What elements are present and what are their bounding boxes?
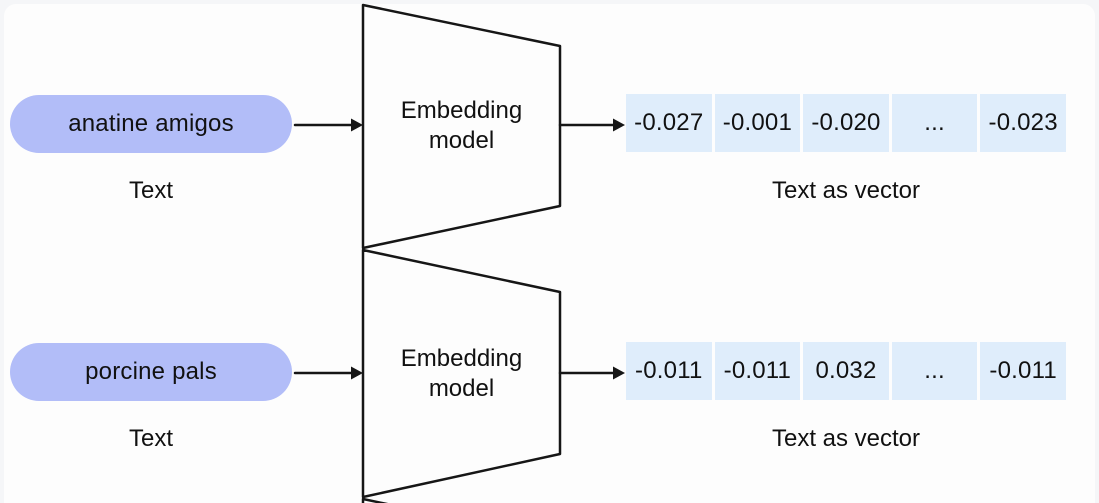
vector-cell: -0.001 <box>714 94 801 152</box>
vector-row: -0.011 -0.011 0.032 ... -0.011 <box>626 342 1066 400</box>
input-label: Text <box>128 177 173 204</box>
embedding-row: anatine amigos Text Embedding model -0.0… <box>0 0 1099 248</box>
arrow-input-to-model-head <box>351 366 363 380</box>
vector-cell-ellipsis: ... <box>891 342 978 400</box>
input-text-pill: porcine pals <box>10 343 292 401</box>
input-text: porcine pals <box>85 358 217 385</box>
embedding-row: porcine pals Text Embedding model -0.011… <box>0 248 1099 496</box>
embedding-model-label: Embedding model <box>400 97 523 154</box>
vector-row: -0.027 -0.001 -0.020 ... -0.023 <box>626 94 1066 152</box>
input-label: Text <box>128 425 173 452</box>
arrow-model-to-vector-head <box>613 118 625 132</box>
vector-label: Text as vector <box>771 177 921 204</box>
vector-cell: -0.027 <box>626 94 712 152</box>
embedding-model-shape <box>361 3 562 250</box>
input-text-pill: anatine amigos <box>10 95 292 153</box>
vector-cell: 0.032 <box>803 342 889 400</box>
embedding-model-shape <box>361 248 562 499</box>
embedding-model-label: Embedding model <box>400 345 523 402</box>
diagram-card <box>4 4 1095 503</box>
vector-cell: -0.023 <box>980 94 1066 152</box>
arrow-input-to-model-head <box>351 118 363 132</box>
vector-cell: -0.011 <box>980 342 1066 400</box>
input-text: anatine amigos <box>68 110 234 137</box>
vector-cell: -0.011 <box>714 342 801 400</box>
embedding-model-shape-clipped <box>361 497 389 503</box>
vector-cell: -0.020 <box>803 94 889 152</box>
vector-cell-ellipsis: ... <box>891 94 978 152</box>
vector-cell: -0.011 <box>626 342 712 400</box>
arrow-model-to-vector-head <box>613 366 625 380</box>
vector-label: Text as vector <box>771 425 921 452</box>
